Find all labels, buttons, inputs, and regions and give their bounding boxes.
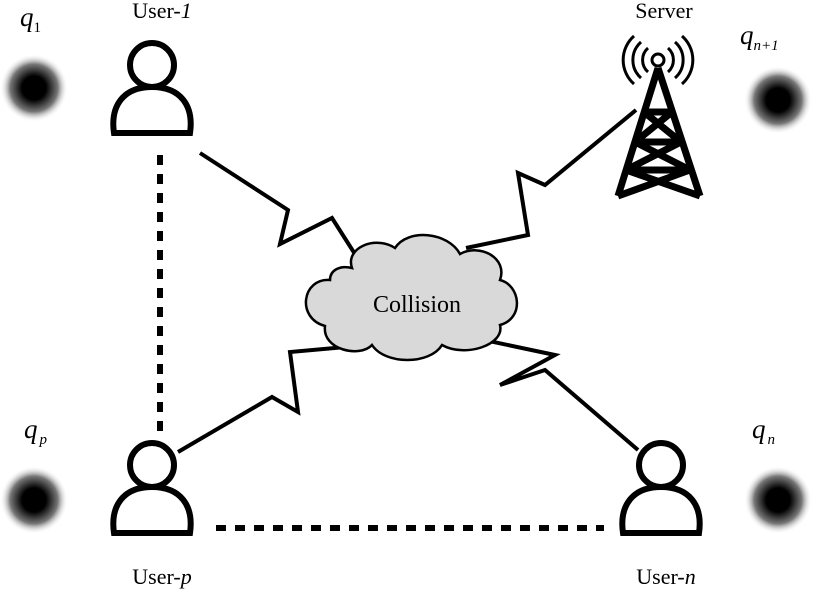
wireless-link-usern [469,335,640,452]
collision-cloud: Collision [304,233,519,362]
user-n-label: User-n [636,564,695,589]
user-1-label: User-1 [132,0,191,23]
server-label: Server [635,0,693,23]
user-p-icon [110,440,194,536]
charge-q1-label: q1 [20,2,41,36]
charge-qp-blob [0,466,68,534]
server-tower-icon [614,34,704,200]
cloud-label: Collision [373,292,461,318]
user-p-label: User-p [132,564,191,589]
wireless-link-user1 [198,151,362,264]
charge-qn1-blob [744,66,812,134]
wireless-link-userp [176,343,369,454]
charge-q1-blob [0,54,68,122]
wireless-link-server [465,108,638,250]
user-1-icon [110,40,194,136]
charge-qn1-label: qn+1 [740,20,779,54]
charge-qn-blob [744,466,812,534]
user-n-icon [619,440,703,536]
